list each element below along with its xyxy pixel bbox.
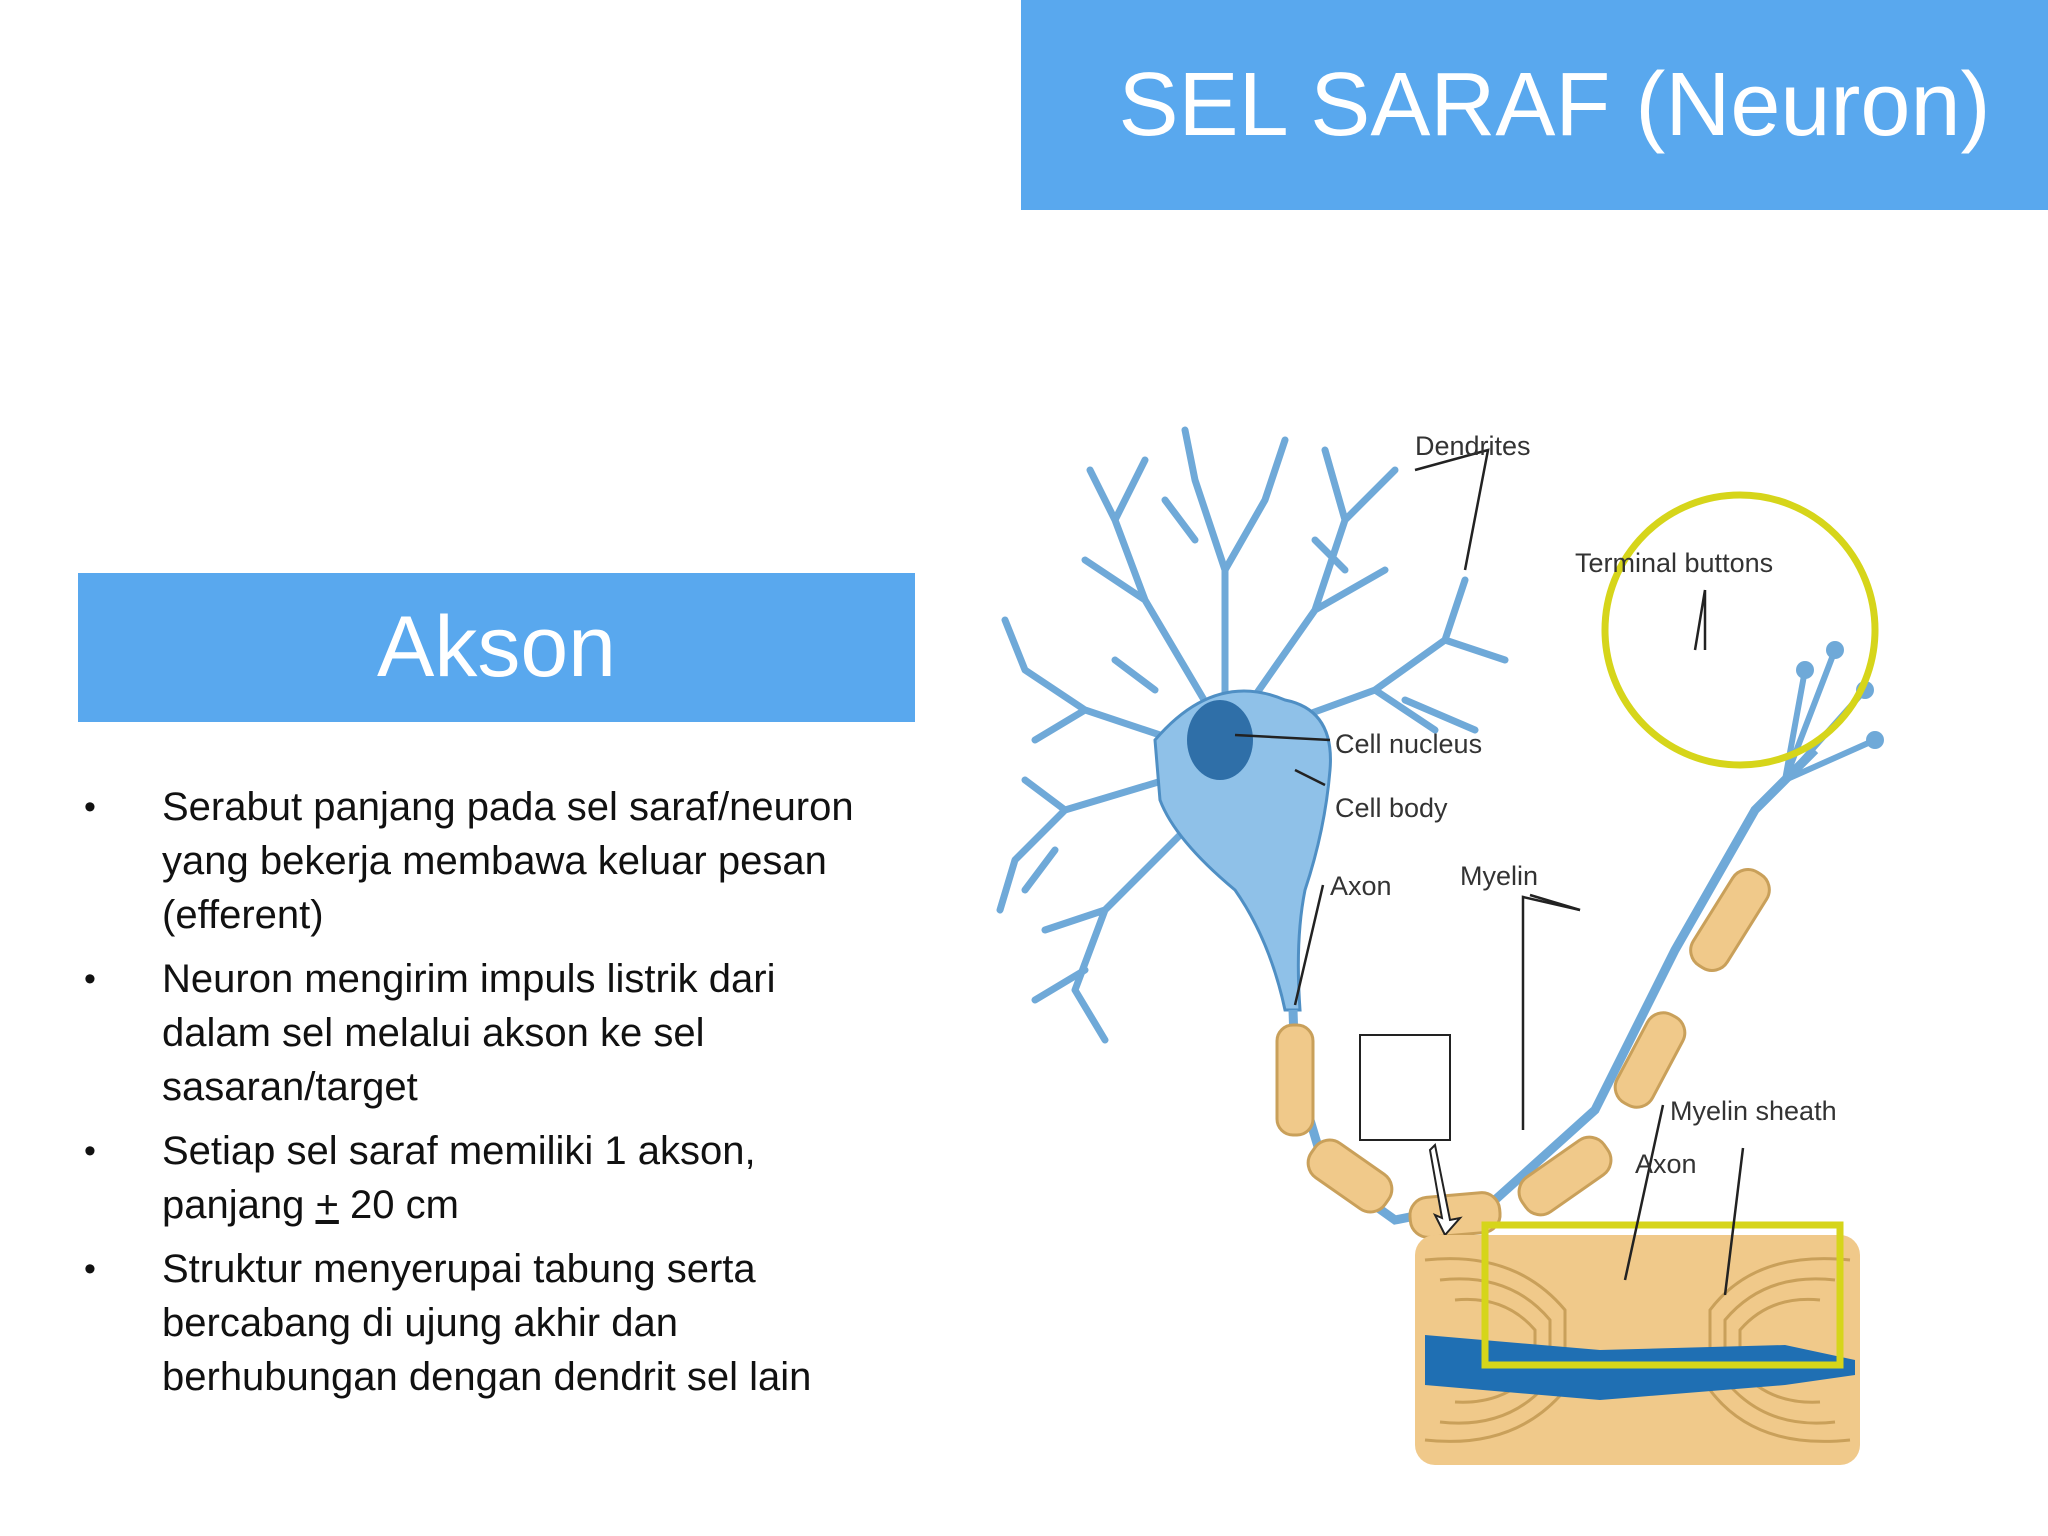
title-banner: SEL SARAF (Neuron) (1021, 0, 2048, 210)
bullet-line: bercabang di ujung akhir dan (162, 1301, 678, 1345)
bullet-line: dalam sel melalui akson ke sel (162, 1011, 705, 1055)
bullet-line: Setiap sel saraf memiliki 1 akson, (162, 1129, 756, 1173)
cell-body-shape (1153, 689, 1332, 1012)
bullet-item: • Setiap sel saraf memiliki 1 akson, pan… (78, 1124, 928, 1232)
bullet-line: sasaran/target (162, 1065, 418, 1109)
bullet-line: (efferent) (162, 893, 324, 937)
label-cell-nucleus: Cell nucleus (1335, 729, 1482, 759)
bullet-dot: • (84, 788, 96, 826)
bullet-dot: • (84, 1250, 96, 1288)
bullet-item: • Serabut panjang pada sel saraf/neuron … (78, 780, 928, 942)
dendrites-shape (996, 426, 1509, 1044)
plus-minus-mark: + (315, 1183, 339, 1227)
bullet-item: • Neuron mengirim impuls listrik dari da… (78, 952, 928, 1114)
label-cell-body: Cell body (1335, 793, 1448, 823)
bullet-line: Serabut panjang pada sel saraf/neuron (162, 785, 854, 829)
section-title: Akson (376, 599, 617, 695)
bullet-item: • Struktur menyerupai tabung serta berca… (78, 1242, 928, 1404)
neuron-diagram: Dendrites Terminal buttons Cell nucleus … (995, 410, 2015, 1490)
myelin-detail (1415, 1235, 1860, 1465)
slide-title: SEL SARAF (Neuron) (1118, 54, 1991, 155)
section-banner: Akson (78, 573, 915, 722)
neuron-illustration: Dendrites Terminal buttons Cell nucleus … (996, 426, 1884, 1465)
bullet-dot: • (84, 1132, 96, 1170)
terminal-branches (1782, 648, 1877, 783)
bullet-line: Neuron mengirim impuls listrik dari (162, 957, 776, 1001)
zoom-box (1359, 1034, 1451, 1141)
zoom-arrow (1428, 1142, 1463, 1237)
label-axon: Axon (1330, 871, 1392, 901)
highlight-circle (1601, 491, 1879, 769)
label-myelin-sheath: Myelin sheath (1670, 1096, 1837, 1126)
bullet-line: yang bekerja membawa keluar pesan (162, 839, 827, 883)
myelin-segments (1275, 868, 1771, 1239)
highlight-rectangle (1481, 1221, 1844, 1369)
bullet-line: Struktur menyerupai tabung serta (162, 1247, 756, 1291)
label-terminal-buttons: Terminal buttons (1575, 548, 1773, 578)
pointer-lines (1234, 448, 1745, 1296)
bullet-line-pre: panjang (162, 1183, 316, 1227)
bullet-list: • Serabut panjang pada sel saraf/neuron … (78, 780, 928, 1414)
label-axon-detail: Axon (1635, 1149, 1697, 1179)
label-myelin: Myelin (1460, 861, 1538, 891)
bullet-line: berhubungan dengan dendrit sel lain (162, 1355, 812, 1399)
bullet-line-post: 20 cm (338, 1183, 459, 1227)
nucleus-shape (1187, 700, 1253, 780)
bullet-dot: • (84, 960, 96, 998)
label-dendrites: Dendrites (1415, 431, 1531, 461)
